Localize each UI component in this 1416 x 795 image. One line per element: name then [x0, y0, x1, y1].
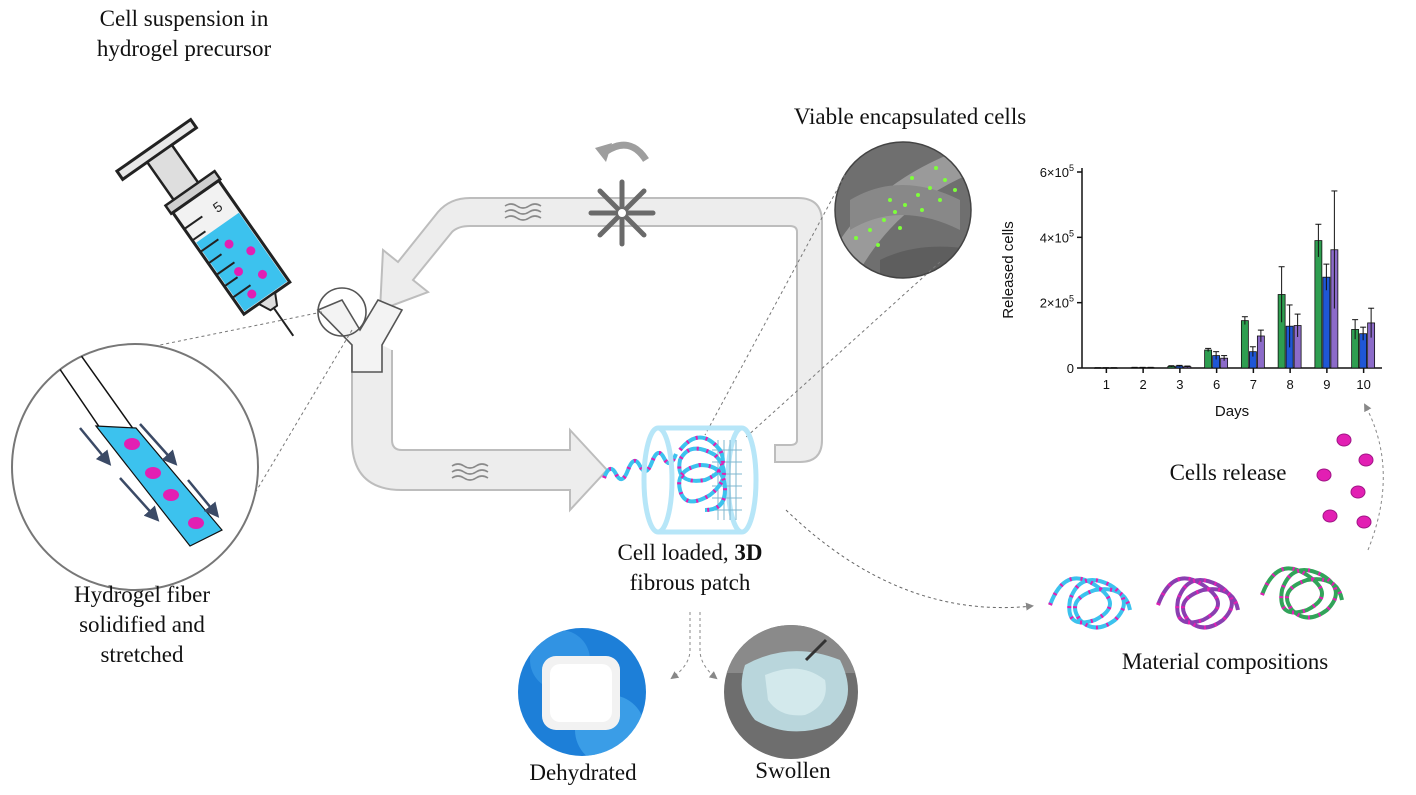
material-composition-purple [1156, 576, 1240, 630]
y-axis-label: Released cells [1000, 221, 1017, 319]
bar [1204, 349, 1213, 369]
material-composition-cyan [1048, 576, 1132, 630]
y-tick-label: 0 [1067, 361, 1074, 376]
fiber-label-line1: Hydrogel fiber [73, 582, 211, 607]
syringe-label-line2: hydrogel precursor [96, 36, 272, 61]
syringe-label: Cell suspension in hydrogel precursor [62, 4, 306, 64]
x-tick-label: 8 [1287, 377, 1294, 392]
rotating-collector-icon [588, 141, 656, 247]
swollen-label: Swollen [755, 758, 831, 783]
x-tick-label: 6 [1213, 377, 1220, 392]
material-compositions-label: Material compositions [1121, 649, 1329, 674]
y-connector [316, 287, 404, 373]
microscopy-image [834, 141, 972, 279]
bar [1314, 240, 1323, 369]
x-tick-label: 1 [1103, 377, 1110, 392]
fiber-zoom-inset [11, 343, 259, 591]
flow-channel [351, 197, 823, 513]
material-composition-green [1260, 566, 1344, 620]
patch-label-bold: 3D [734, 540, 763, 565]
x-tick-label: 3 [1176, 377, 1183, 392]
viable-cells-label: Viable encapsulated cells [793, 104, 1027, 129]
fiber-label-line3: stretched [100, 642, 184, 667]
x-tick-label: 9 [1323, 377, 1330, 392]
syringe-icon: 5 [114, 117, 295, 337]
bar [1322, 276, 1331, 369]
patch-label-line1: Cell loaded, 3D [585, 538, 795, 568]
patch-label-prefix: Cell loaded, [617, 540, 735, 565]
y-tick-label: 2×105 [1040, 294, 1074, 311]
bar [1240, 320, 1249, 369]
x-tick-label: 2 [1140, 377, 1147, 392]
released-cells-chart: 0 2×105 4×105 6×105 1 2 3 6 7 8 9 10 Days Released… [1000, 163, 1382, 420]
swollen-photo [724, 625, 858, 759]
y-tick-label: 4×105 [1040, 228, 1074, 245]
patch-label-line2: fibrous patch [629, 570, 751, 595]
dehydrated-label: Dehydrated [529, 760, 637, 785]
fibrous-patch-icon [602, 425, 759, 535]
y-tick-label: 6×105 [1040, 163, 1074, 180]
patch-label: Cell loaded, 3D fibrous patch [585, 538, 795, 598]
x-axis-label: Days [1215, 403, 1249, 420]
released-cells-icon [1316, 433, 1374, 529]
x-tick-label: 10 [1356, 377, 1370, 392]
cells-release-label: Cells release [1169, 460, 1287, 485]
x-tick-label: 7 [1250, 377, 1257, 392]
flow-wave-icon [451, 203, 542, 481]
syringe-label-line1: Cell suspension in [99, 6, 269, 31]
fiber-label: Hydrogel fiber solidified and stretched [42, 580, 242, 670]
fiber-label-line2: solidified and [79, 612, 205, 637]
dehydrated-photo [518, 628, 646, 756]
